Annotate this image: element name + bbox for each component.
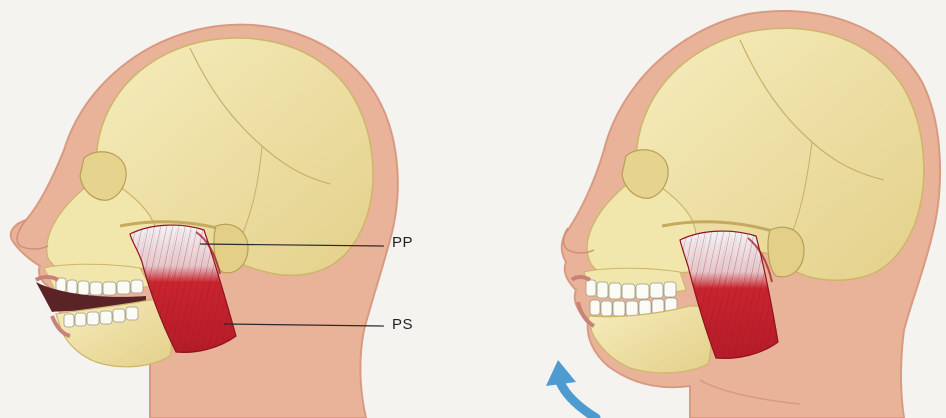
pp-label: PP	[392, 234, 413, 251]
left-head-figure	[11, 25, 398, 418]
left-ear-region	[214, 224, 248, 273]
curved-arrow-up-icon	[546, 360, 596, 418]
right-head-figure	[562, 11, 940, 418]
ps-label: PS	[392, 316, 413, 333]
